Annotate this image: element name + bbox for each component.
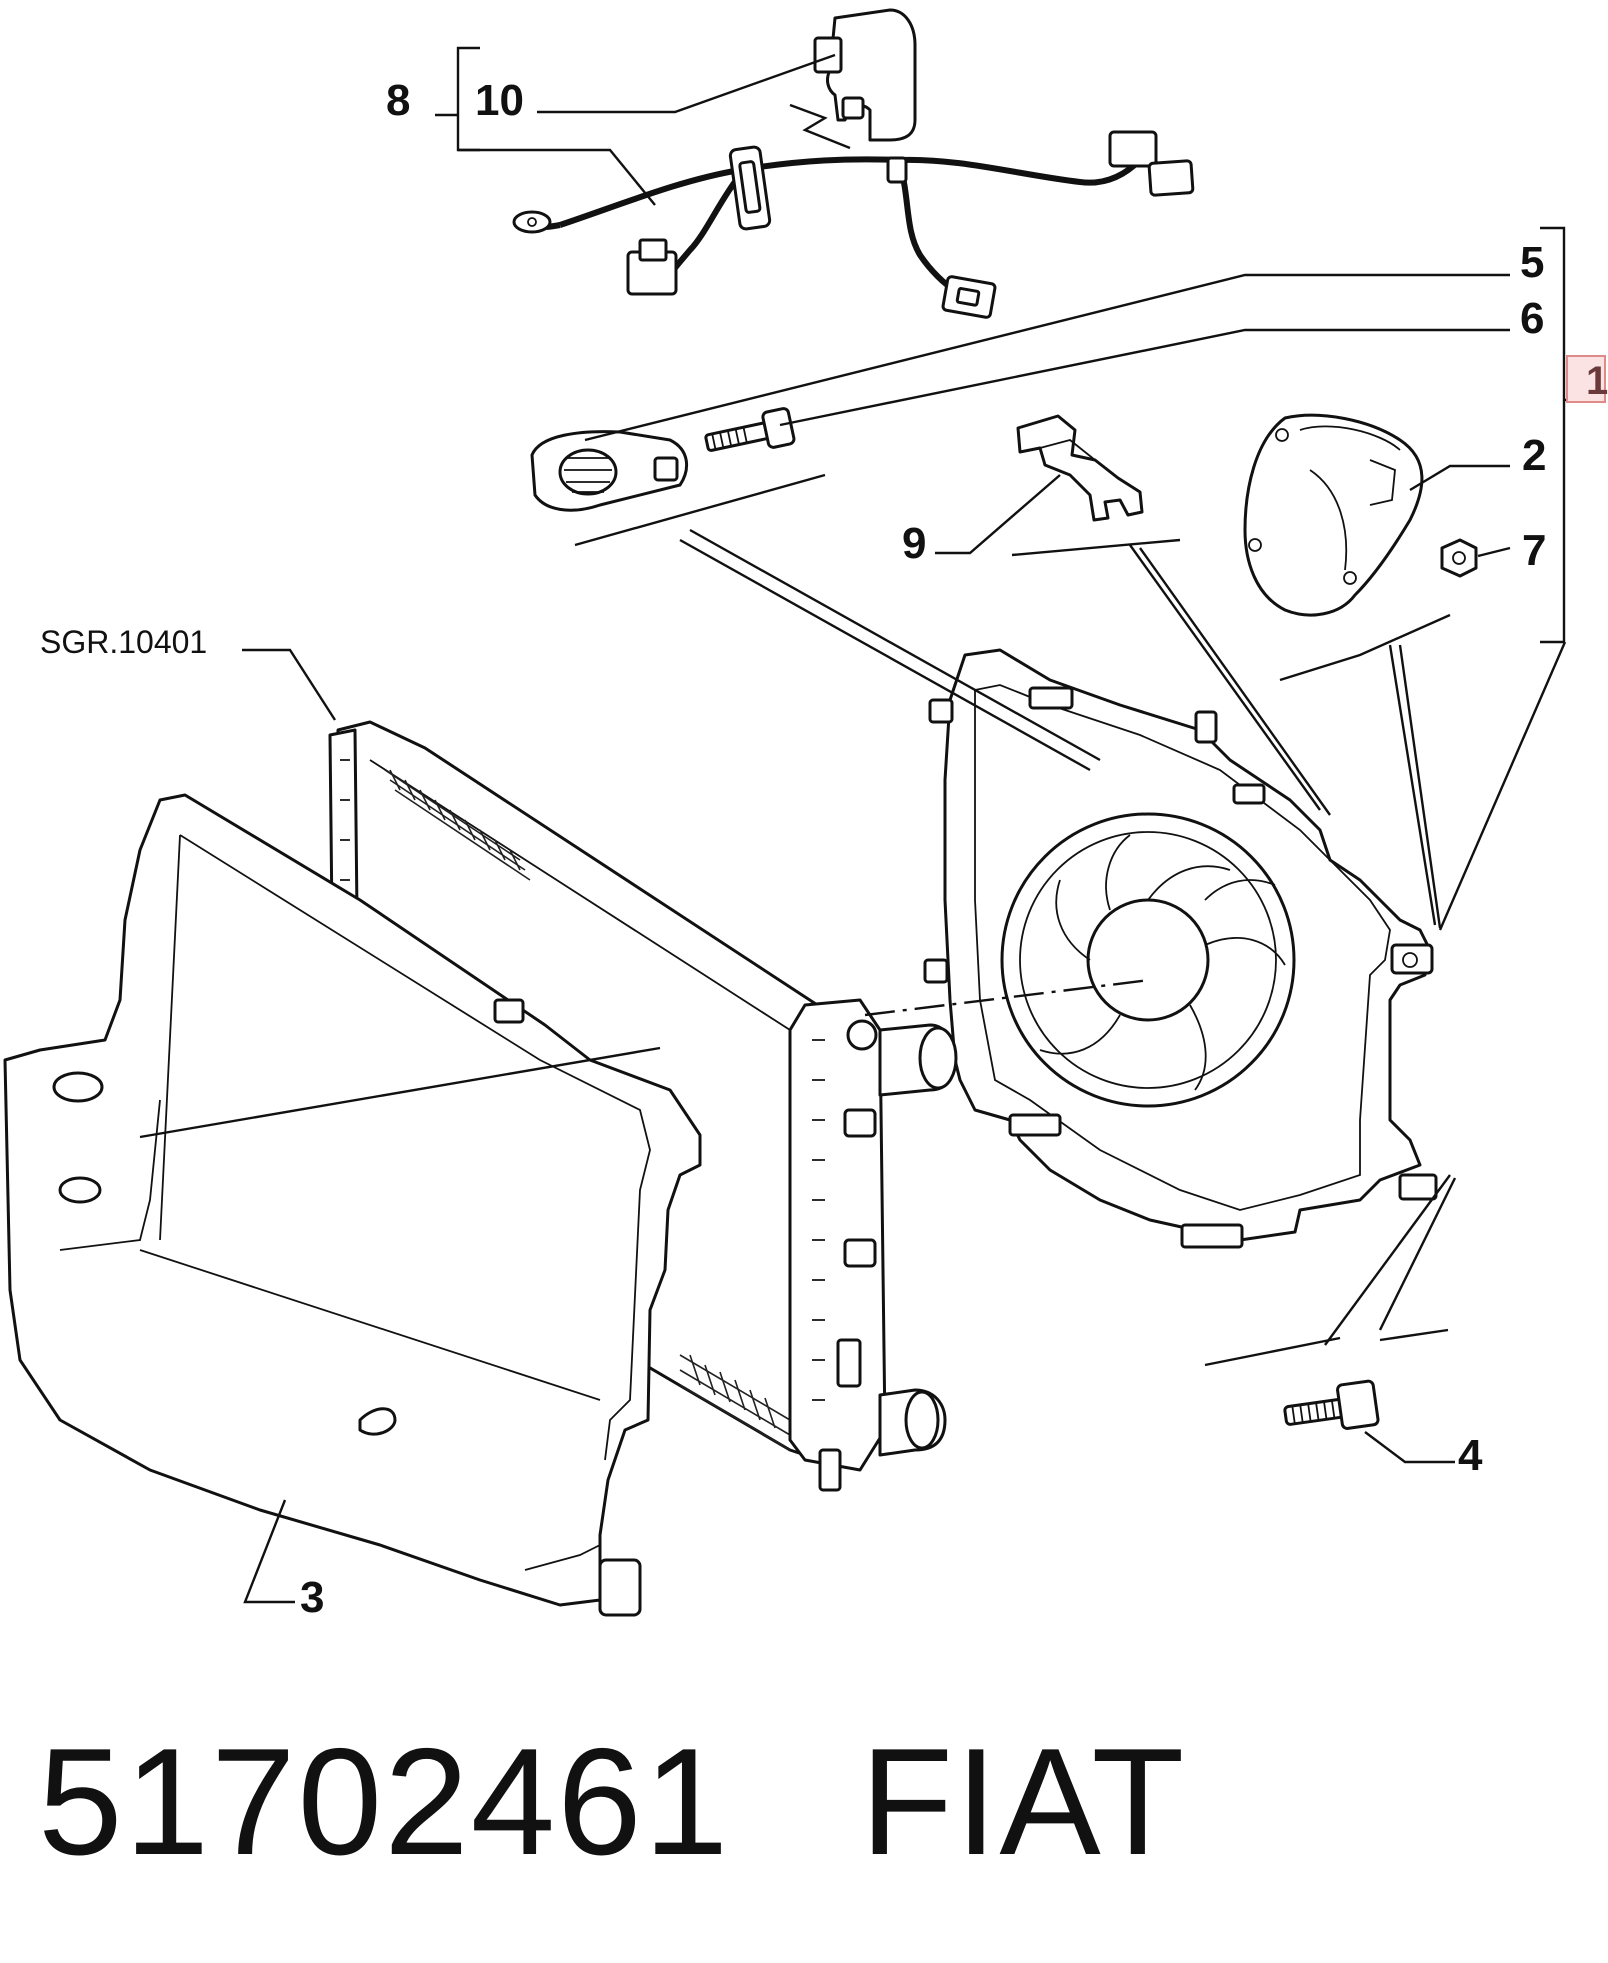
wiring-harness — [512, 8, 1195, 319]
leader-lines — [242, 46, 1574, 1604]
screw — [1204, 1328, 1449, 1430]
footer: 51702461 FIAT — [38, 1715, 1186, 1887]
fan-assembly — [923, 648, 1438, 1249]
callout-4: 4 — [1458, 1431, 1483, 1480]
callout-8: 8 — [386, 76, 410, 125]
callout-7: 7 — [1522, 526, 1546, 575]
motor-cover — [1243, 413, 1478, 682]
hose-seal-and-screw — [530, 407, 826, 547]
brand-name: FIAT — [860, 1717, 1187, 1887]
callout-10: 10 — [475, 76, 524, 125]
callout-5: 5 — [1520, 238, 1544, 287]
reference-code: SGR.10401 — [40, 624, 207, 660]
callout-6: 6 — [1520, 294, 1544, 343]
clip — [1011, 414, 1181, 557]
callout-3: 3 — [300, 1573, 324, 1622]
callout-9: 9 — [902, 519, 926, 568]
callout-1-flag: 1 — [1566, 355, 1608, 403]
part-number: 51702461 — [38, 1717, 731, 1887]
callout-1: 1 — [1586, 359, 1608, 403]
air-conveyor — [3, 793, 702, 1617]
callout-2: 2 — [1522, 431, 1546, 480]
callout-labels: 8 10 5 6 2 7 9 3 4 SGR.10401 — [40, 76, 1546, 1622]
